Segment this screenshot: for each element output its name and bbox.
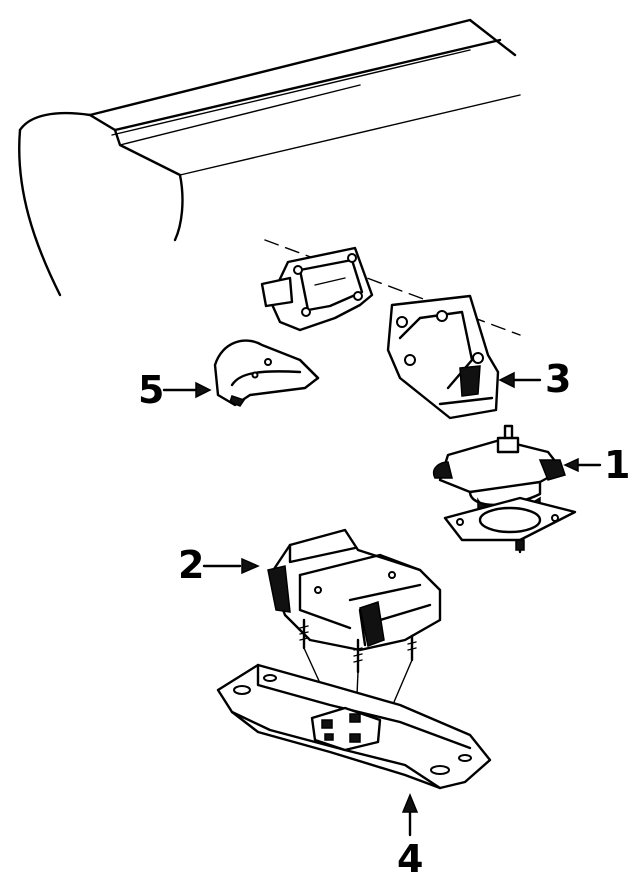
- callout-5-label: 5: [138, 368, 164, 412]
- callout-1-label: 1: [604, 443, 630, 487]
- transmission-mount: [267, 528, 442, 674]
- callout-2-label: 2: [178, 543, 204, 587]
- callout-4: 4: [397, 793, 423, 881]
- callout-5: 5: [138, 368, 212, 412]
- callout-3-label: 3: [545, 357, 571, 401]
- heat-shield: [213, 339, 320, 407]
- callout-3: 3: [498, 357, 571, 401]
- callout-1: 1: [563, 443, 630, 487]
- engine-block-outline: [18, 18, 521, 297]
- engine-mount-insulator: [433, 424, 577, 554]
- crossmember: [216, 663, 492, 790]
- callout-2: 2: [178, 543, 260, 587]
- callout-4-label: 4: [397, 837, 423, 881]
- engine-side-flange: [260, 246, 374, 332]
- engine-mount-bracket: [386, 294, 500, 420]
